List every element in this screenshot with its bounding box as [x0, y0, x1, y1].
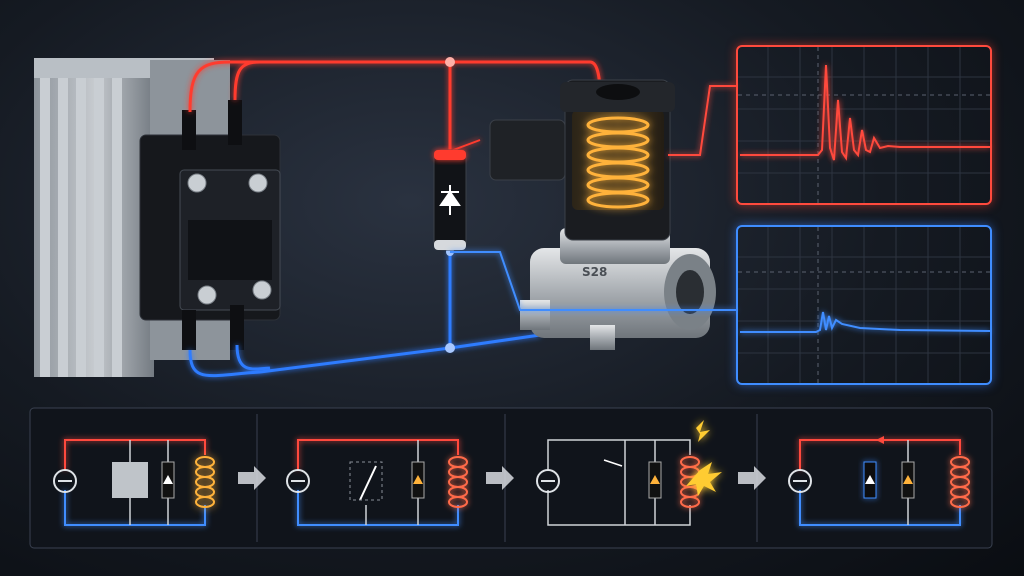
coil-icon	[448, 456, 468, 508]
scope-lead-blue	[450, 251, 736, 311]
solid-state-relay	[139, 100, 281, 350]
heat-sink	[34, 58, 230, 377]
step-2-switch-open	[286, 439, 468, 526]
negative-wire	[188, 248, 541, 378]
switch-icon	[359, 465, 377, 501]
blue-suppressed-trace	[740, 311, 991, 333]
sequence-strip	[29, 407, 993, 549]
relay-icon	[112, 462, 148, 498]
coil-icon	[950, 456, 970, 508]
flyback-diode	[433, 149, 467, 251]
arrow-right-icon	[738, 466, 766, 490]
terminal-screw	[248, 173, 268, 193]
step-1-relay-on	[53, 439, 215, 526]
coil-icon	[195, 456, 215, 508]
step-3-spark	[536, 420, 722, 526]
spark-icon	[686, 420, 722, 496]
source-icon	[53, 469, 77, 493]
terminal-screw	[187, 173, 207, 193]
arrow-right-icon	[486, 466, 514, 490]
switch-icon	[603, 459, 623, 467]
solenoid-valve: S28	[489, 79, 716, 350]
scope-blue	[738, 227, 991, 383]
source-icon	[788, 469, 812, 493]
junction-dot	[445, 57, 455, 67]
coil-icon	[586, 116, 650, 209]
diode-icon	[439, 185, 461, 215]
terminal-screw	[197, 285, 217, 305]
red-spike-trace	[740, 64, 990, 161]
scope-lead-red	[668, 85, 736, 156]
scope-blue-frame	[736, 225, 992, 385]
source-icon	[286, 469, 310, 493]
scope-red-frame	[736, 45, 992, 205]
source-icon	[536, 469, 560, 493]
scope-red	[738, 47, 990, 203]
terminal-screw	[252, 280, 272, 300]
junction-dot	[445, 343, 455, 353]
valve-marking: S28	[582, 265, 607, 279]
step-4-diode-clamp	[788, 436, 970, 526]
arrow-right-icon	[238, 466, 266, 490]
